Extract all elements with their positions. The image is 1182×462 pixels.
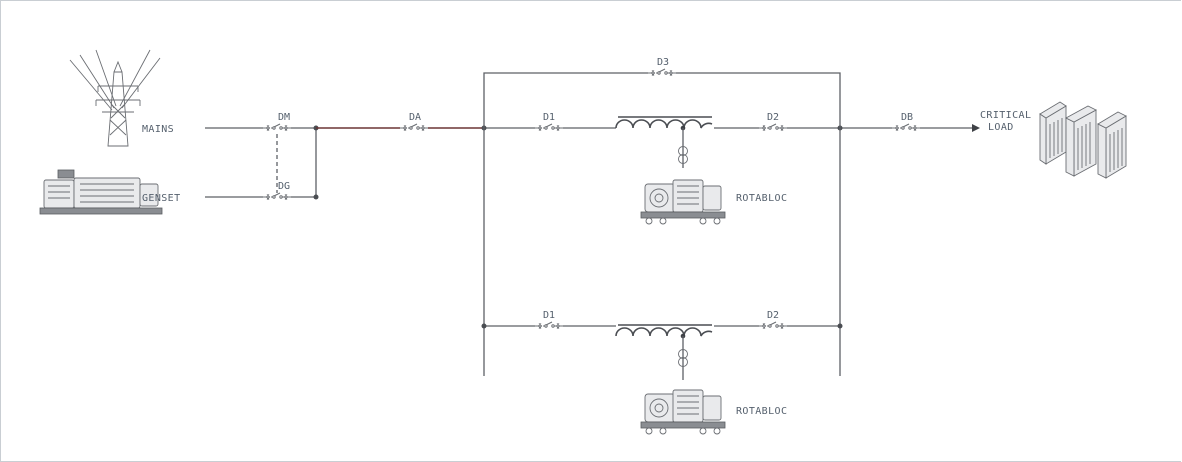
breaker-label-da: DA — [409, 112, 421, 123]
mains-label: MAINS — [142, 124, 174, 135]
breaker-label-d1-bottom: D1 — [543, 310, 555, 321]
rotabloc-label-bottom: ROTABLOC — [736, 406, 787, 417]
transmission-tower-icon — [69, 49, 161, 147]
genset-label: GENSET — [142, 193, 181, 204]
breaker-label-d3: D3 — [657, 57, 669, 68]
choke-coil-top — [615, 116, 714, 168]
breaker-d2-top[interactable] — [758, 123, 788, 133]
breaker-label-d2-top: D2 — [767, 112, 779, 123]
bypass-loop — [483, 72, 841, 128]
breaker-dg[interactable] — [262, 192, 292, 202]
breaker-d3[interactable] — [647, 68, 677, 78]
breaker-da[interactable] — [399, 123, 429, 133]
breaker-label-dg: DG — [278, 181, 290, 192]
load-arrow-icon — [972, 124, 980, 132]
breaker-db[interactable] — [891, 123, 921, 133]
breaker-label-db: DB — [901, 112, 913, 123]
breaker-label-dm: DM — [278, 112, 290, 123]
critical-load-label-line2: LOAD — [988, 122, 1014, 133]
rotabloc-label-top: ROTABLOC — [736, 193, 787, 204]
breaker-d2-bottom[interactable] — [758, 321, 788, 331]
breaker-d1-bottom[interactable] — [534, 321, 564, 331]
critical-load-label: CRITICAL — [980, 110, 1031, 121]
breaker-dm[interactable] — [262, 123, 292, 133]
rotary-ups-icon — [640, 389, 726, 435]
breaker-label-d1-top: D1 — [543, 112, 555, 123]
rotary-ups-icon — [640, 179, 726, 225]
server-rack-icon — [1039, 101, 1127, 179]
choke-coil-bottom — [615, 320, 714, 380]
breaker-d1-top[interactable] — [534, 123, 564, 133]
parallel-buses — [481, 128, 843, 376]
generator-icon — [39, 169, 163, 215]
breaker-label-d2-bottom: D2 — [767, 310, 779, 321]
